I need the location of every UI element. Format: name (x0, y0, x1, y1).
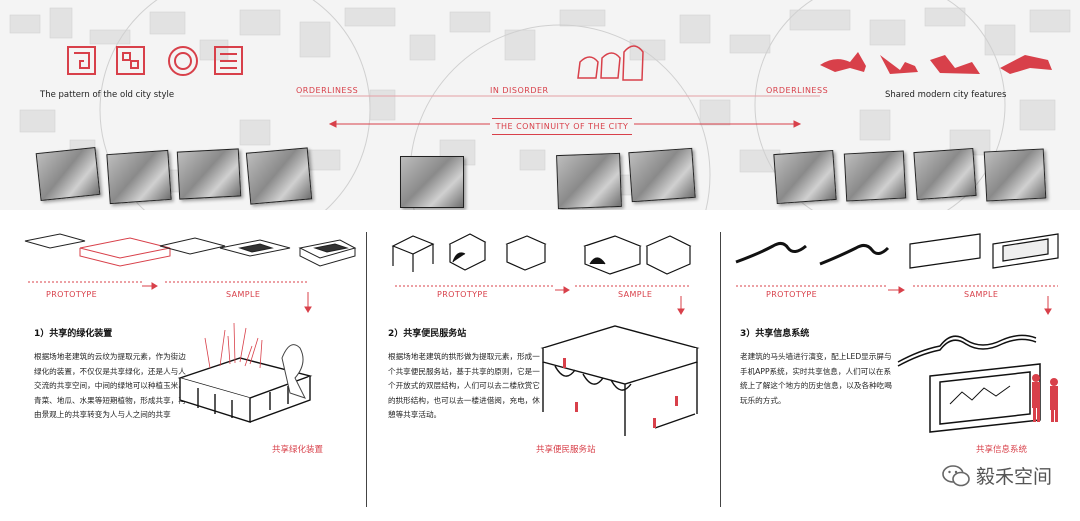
service-station-illustration (540, 325, 700, 436)
old-building-photo-1 (35, 146, 101, 202)
section-divider-1 (366, 232, 367, 507)
section1-evolution-diagram (24, 233, 357, 313)
wechat-icon (942, 464, 970, 486)
section3-evolution-diagram (735, 233, 1059, 315)
old-pattern-icons (67, 46, 243, 76)
section3-sample-label: SAMPLE (964, 290, 999, 299)
continuity-label: THE CONTINUITY OF THE CITY (495, 122, 629, 131)
section1-title: 1）共享的绿化装置 (34, 329, 113, 339)
section2-body: 根据场地老建筑的拱形做为提取元素，形成一个共享便民服务站，基于共享的原则，它是一… (388, 352, 540, 420)
section1-sample-label: SAMPLE (226, 290, 261, 299)
section1-caption: 共享绿化装置 (272, 445, 324, 455)
top-banner: The pattern of the old city style Shared… (0, 0, 1080, 210)
section3-caption: 共享信息系统 (976, 445, 1028, 455)
section1-prototype-label: PROTOTYPE (46, 290, 98, 299)
orderliness-right-label: ORDERLINESS (766, 86, 829, 95)
section3-title: 3）共享信息系统 (740, 329, 810, 339)
watermark-text: 毅禾空间 (975, 466, 1052, 488)
disorder-photo-2 (556, 152, 622, 210)
modern-roof-icons (820, 52, 1052, 74)
disorder-photo-3 (628, 147, 696, 203)
section1-body: 根据场地老建筑的云纹为提取元素，作为街边绿化的装置，不仅仅是共享绿化，还是人与人… (34, 352, 186, 420)
watermark: 毅禾空间 (942, 462, 1052, 489)
modern-photo-3 (913, 147, 977, 201)
disorder-photo-1 (400, 156, 464, 208)
section2-sample-label: SAMPLE (618, 290, 653, 299)
old-pattern-label: The pattern of the old city style (40, 90, 175, 100)
old-building-photo-2 (106, 149, 172, 205)
in-disorder-label: IN DISORDER (490, 86, 549, 95)
section2-title: 2）共享便民服务站 (388, 329, 467, 339)
orderliness-left-label: ORDERLINESS (296, 86, 359, 95)
modern-photo-2 (843, 150, 907, 202)
old-building-photo-3 (176, 148, 242, 200)
modern-features-label: Shared modern city features (885, 90, 1007, 100)
modern-photo-4 (983, 148, 1047, 202)
section3-prototype-label: PROTOTYPE (766, 290, 818, 299)
info-system-illustration (897, 334, 1058, 433)
section2-prototype-label: PROTOTYPE (437, 290, 489, 299)
section2-caption: 共享便民服务站 (536, 445, 596, 455)
greening-device-illustration (177, 322, 313, 423)
section2-evolution-diagram (391, 233, 692, 315)
modern-photo-1 (773, 149, 837, 205)
section3-body: 老建筑的马头墙进行演变，配上LED显示屏与手机APP系统，实时共享信息，人们可以… (740, 352, 892, 405)
disorder-arch-icons (577, 45, 644, 81)
continuity-banner: THE CONTINUITY OF THE CITY (492, 118, 632, 135)
old-building-photo-4 (245, 147, 313, 205)
section-divider-2 (720, 232, 721, 507)
